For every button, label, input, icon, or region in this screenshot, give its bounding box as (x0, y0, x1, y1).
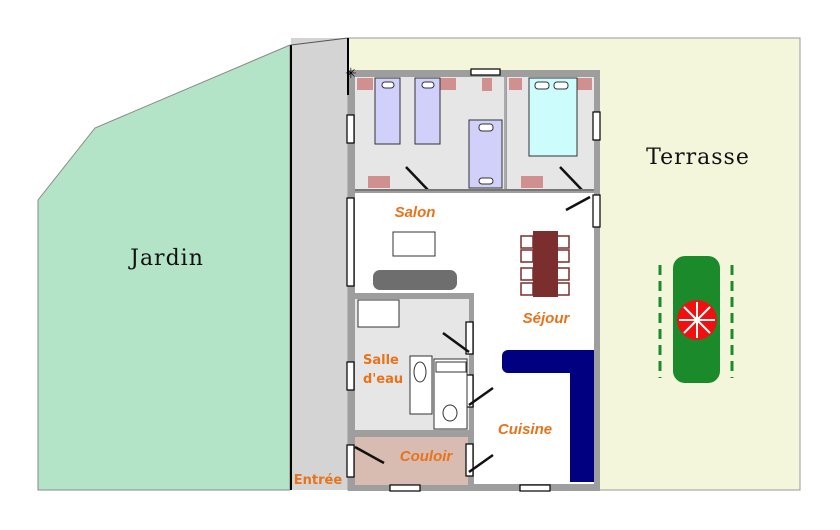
kitchen-label: Cuisine (498, 421, 552, 438)
beds (374, 77, 578, 189)
hallway (355, 437, 468, 485)
hallway-label: Couloir (400, 448, 454, 465)
terrace-plant (658, 256, 734, 383)
living-label: Salon (395, 204, 436, 221)
bathroom-label-1: Salle (363, 353, 399, 368)
windows (346, 68, 601, 492)
sofa (373, 270, 457, 290)
bathroom-label-2: d'eau (363, 372, 403, 387)
compass-icon: ✳ (345, 66, 357, 82)
path-edge (290, 37, 349, 46)
garden-label: Jardin (128, 246, 204, 271)
bedroom-furniture (357, 78, 592, 188)
coffee-table (392, 231, 436, 257)
entrance-label: Entrée (294, 473, 343, 488)
dining-table (520, 231, 570, 297)
terrace-label: Terrasse (646, 145, 750, 170)
side-path (291, 38, 348, 490)
kitchen-counter (502, 350, 594, 482)
doors (354, 166, 591, 474)
bathroom-fixtures (357, 299, 468, 430)
dining-label: Séjour (523, 310, 571, 327)
